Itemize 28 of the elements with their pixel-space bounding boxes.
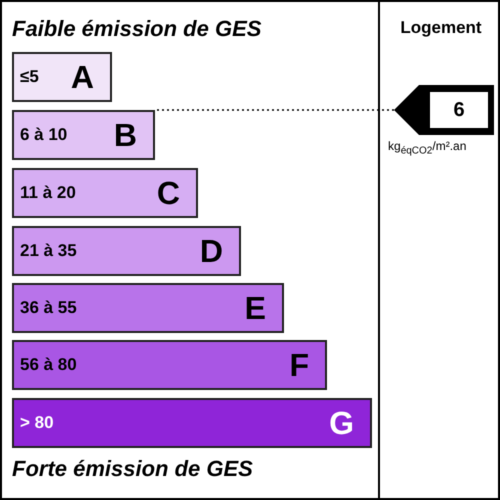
dotted-leader-line — [155, 109, 394, 111]
unit-text: kg$_{éqCO2}$/m².an — [388, 139, 466, 156]
class-letter: F — [289, 346, 309, 384]
value-text: 6 — [452, 98, 466, 122]
rating-bar — [12, 110, 155, 160]
class-letter: B — [114, 116, 137, 154]
rating-bar — [12, 398, 372, 448]
rating-bar — [12, 283, 284, 333]
rating-bar — [12, 168, 198, 218]
range-text: 36 à 55 — [20, 298, 77, 318]
class-letter: D — [200, 232, 223, 270]
range-text: ≤5 — [20, 67, 39, 87]
rating-bar — [12, 226, 241, 276]
class-letter: G — [329, 404, 354, 442]
rating-bar — [12, 52, 112, 102]
class-letter: A — [70, 58, 94, 96]
column-heading: Logement — [399, 18, 483, 38]
range-text: 21 à 35 — [20, 241, 77, 261]
class-letter: E — [244, 290, 266, 326]
indicator-arrow — [394, 85, 494, 135]
title: Faible émission de GES — [12, 16, 262, 42]
range-text: 56 à 80 — [20, 355, 77, 375]
footer-text: Forte émission de GES — [12, 456, 253, 482]
range-text: > 80 — [20, 413, 54, 433]
rating-bar — [12, 340, 327, 390]
class-letter: C — [156, 174, 180, 212]
range-text: 6 à 10 — [20, 125, 68, 145]
range-text: 11 à 20 — [20, 183, 76, 203]
